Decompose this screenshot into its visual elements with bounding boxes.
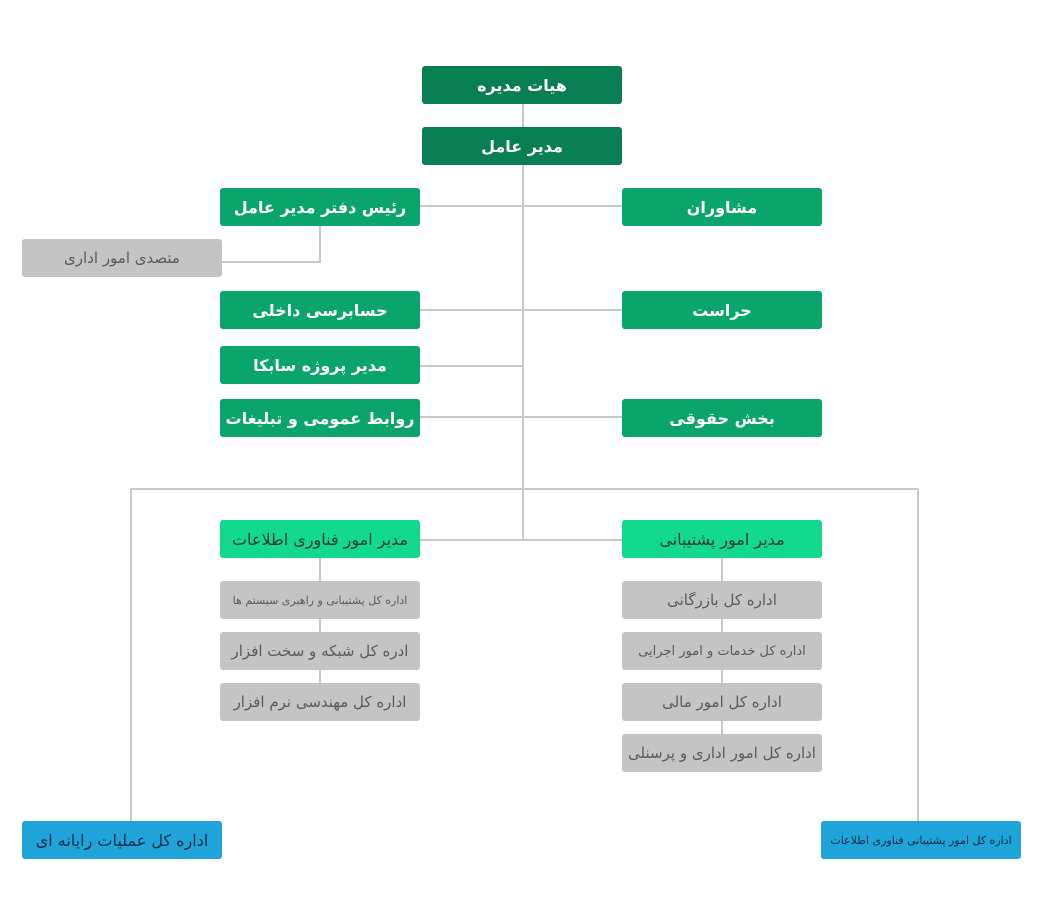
it-manager-box: مدیر امور فناوری اطلاعات	[220, 520, 420, 558]
computing-operations-box: اداره کل عملیات رایانه ای	[22, 821, 222, 859]
ceo-box: مدیر عامل	[422, 127, 622, 165]
support-unit-box: اداره کل بازرگانی	[622, 581, 822, 619]
support-manager-box: مدیر امور پشتیبانی	[622, 520, 822, 558]
board-of-directors-box: هیات مدیره	[422, 66, 622, 104]
sabka-project-manager-box: مدیر پروژه سابکا	[220, 346, 420, 384]
support-unit-box: اداره کل امور مالی	[622, 683, 822, 721]
admin-clerk-box: متصدی امور اداری	[22, 239, 222, 277]
support-unit-box: اداره کل خدمات و امور اجرایی	[622, 632, 822, 670]
support-unit-box: اداره کل امور اداری و پرسنلی	[622, 734, 822, 772]
legal-box: بخش حقوقی	[622, 399, 822, 437]
office-head-box: رئیس دفتر مدیر عامل	[220, 188, 420, 226]
internal-audit-box: حسابرسی داخلی	[220, 291, 420, 329]
it-unit-box: اداره کل مهندسی نرم افزار	[220, 683, 420, 721]
it-unit-box: ادره کل شبکه و سخت افزار	[220, 632, 420, 670]
security-box: حراست	[622, 291, 822, 329]
it-unit-box: اداره کل پشتیبانی و راهبری سیستم ها	[220, 581, 420, 619]
public-relations-box: روابط عمومی و تبلیغات	[220, 399, 420, 437]
advisors-box: مشاوران	[622, 188, 822, 226]
it-support-affairs-box: اداره کل امور پشتیبانی فناوری اطلاعات	[821, 821, 1021, 859]
